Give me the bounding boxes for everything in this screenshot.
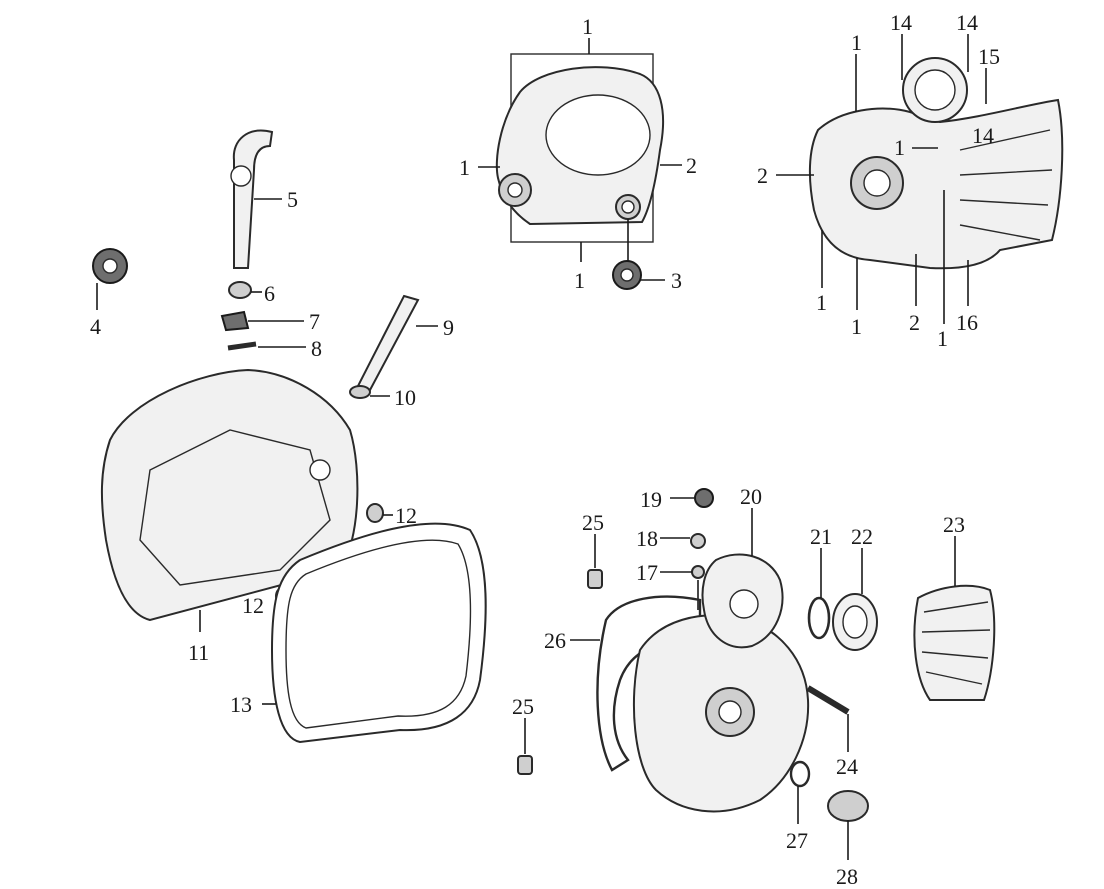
callout-27: 27 [786,828,808,853]
callout-13: 13 [230,692,252,717]
washer [228,281,252,299]
callout-r16: 16 [956,310,978,335]
callout-8: 8 [311,336,322,361]
oil-dipstick [356,294,420,392]
callout-labels: 1 1 2 1 3 1 14 14 15 1 14 2 1 1 2 1 16 4… [90,10,1000,889]
callout-r14-b: 14 [956,10,978,35]
cover-port-hole [621,200,635,214]
callout-21: 21 [810,524,832,549]
gen-cover-hub-hole [718,700,742,724]
bolt-24 [806,685,850,715]
shaft-eye [230,165,252,187]
crankcase-half [100,368,359,622]
right-cover-group [776,34,1064,324]
callout-22: 22 [851,524,873,549]
callout-24: 24 [836,754,858,779]
dowel-pin-a [366,503,384,523]
callout-19: 19 [640,487,662,512]
sprocket-cover-ribs [921,601,991,685]
callout-25-a: 25 [582,510,604,535]
callout-11: 11 [188,640,209,665]
callout-26: 26 [544,628,566,653]
callout-3: 3 [671,268,682,293]
callout-r1-top: 1 [851,30,862,55]
callout-r1-bottom-c: 1 [937,326,948,351]
cover-boss-hole [507,182,523,198]
o-ring [349,385,371,399]
callout-17: 17 [636,560,658,585]
plug-28 [827,790,869,822]
callout-1-bottom: 1 [574,268,585,293]
callout-r14-a: 14 [890,10,912,35]
callout-10: 10 [394,385,416,410]
crankcase-inner [139,429,331,586]
washer-17 [691,565,705,579]
cover-ribs [959,129,1053,241]
gasket-inner-edge [285,539,472,729]
callout-12-b: 12 [242,593,264,618]
gasket [270,522,487,744]
cap-22-center [842,605,868,639]
gasket-26 [596,595,702,772]
oil-seal-hole [620,268,634,282]
callout-5: 5 [287,187,298,212]
callout-9: 9 [443,315,454,340]
stator-hole [729,589,759,619]
spring-clip [220,310,250,332]
cover-hub-hole [863,169,891,197]
bearing-hole [102,258,118,274]
crankcase-port [309,459,331,481]
bolt-18 [690,533,706,549]
sprocket-cover-23 [913,584,996,701]
clutch-cover-group [478,38,682,290]
callout-12-a: 12 [395,503,417,528]
cover-flange-hole [914,69,956,111]
callout-r14-c: 14 [972,123,994,148]
callout-r1-bottom-a: 1 [816,290,827,315]
pin [227,341,257,351]
callout-1-left: 1 [459,155,470,180]
kick-lever-shaft [232,129,274,269]
callout-4: 4 [90,314,101,339]
callout-r2-left: 2 [757,163,768,188]
callout-18: 18 [636,526,658,551]
cover-window [545,94,651,176]
dowel-25b [517,755,533,775]
dowel-25a [587,569,603,589]
o-ring-27 [789,760,811,788]
callout-7: 7 [309,309,320,334]
callout-2-center: 2 [686,153,697,178]
callout-6: 6 [264,281,275,306]
callout-28: 28 [836,864,858,889]
callout-r2-bottom: 2 [909,310,920,335]
callout-r1-mid: 1 [894,135,905,160]
bottom-group [517,488,996,860]
callout-25-b: 25 [512,694,534,719]
callout-20: 20 [740,484,762,509]
o-ring-21 [807,596,831,640]
left-group [92,129,487,744]
callout-1-top: 1 [582,14,593,39]
right-crankcase-cover [808,98,1064,270]
callout-r15: 15 [978,44,1000,69]
callout-23: 23 [943,512,965,537]
callout-r1-bottom-b: 1 [851,314,862,339]
nut [694,488,714,508]
